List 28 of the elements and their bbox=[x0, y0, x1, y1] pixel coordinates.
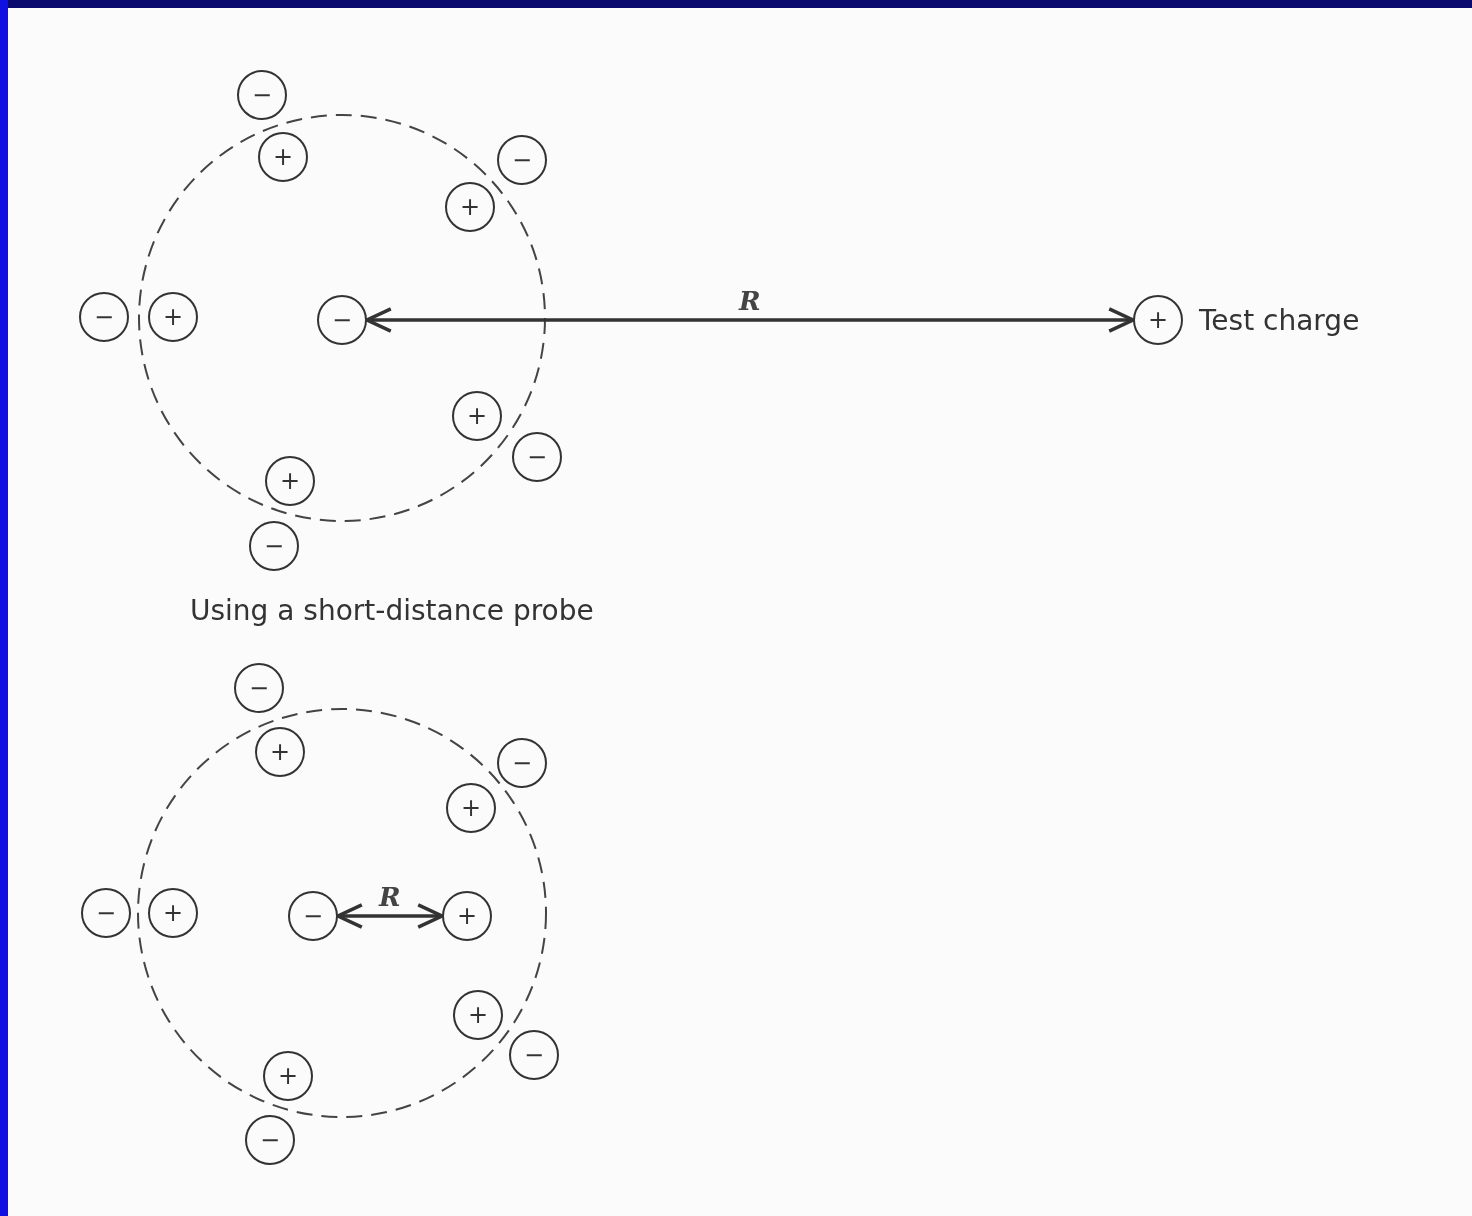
charge-circle: + bbox=[263, 1051, 313, 1101]
charge-circle: − bbox=[81, 888, 131, 938]
charge-circle: − bbox=[237, 70, 287, 120]
charge-circle: + bbox=[265, 456, 315, 506]
caption: Using a short-distance probe bbox=[190, 594, 594, 627]
double-headed-arrow bbox=[365, 307, 1135, 333]
charge-circle: + bbox=[148, 888, 198, 938]
charge-circle: + bbox=[442, 891, 492, 941]
charge-circle: − bbox=[497, 738, 547, 788]
charge-circle: − bbox=[509, 1030, 559, 1080]
charge-circle: + bbox=[258, 132, 308, 182]
charge-circle: + bbox=[1133, 295, 1183, 345]
charge-circle: − bbox=[317, 295, 367, 345]
charge-circle: + bbox=[452, 391, 502, 441]
charge-circle: − bbox=[234, 663, 284, 713]
charge-circle: + bbox=[255, 727, 305, 777]
charge-circle: − bbox=[497, 135, 547, 185]
charge-circle: − bbox=[512, 432, 562, 482]
charge-circle: − bbox=[245, 1115, 295, 1165]
charge-circle: − bbox=[249, 521, 299, 571]
double-headed-arrow bbox=[336, 903, 444, 929]
charge-circle: + bbox=[446, 783, 496, 833]
charge-circle: − bbox=[79, 292, 129, 342]
charge-circle: + bbox=[148, 292, 198, 342]
charge-circle: − bbox=[288, 891, 338, 941]
charge-circle: + bbox=[453, 990, 503, 1040]
charge-label: Test charge bbox=[1199, 303, 1360, 337]
charge-circle: + bbox=[445, 182, 495, 232]
